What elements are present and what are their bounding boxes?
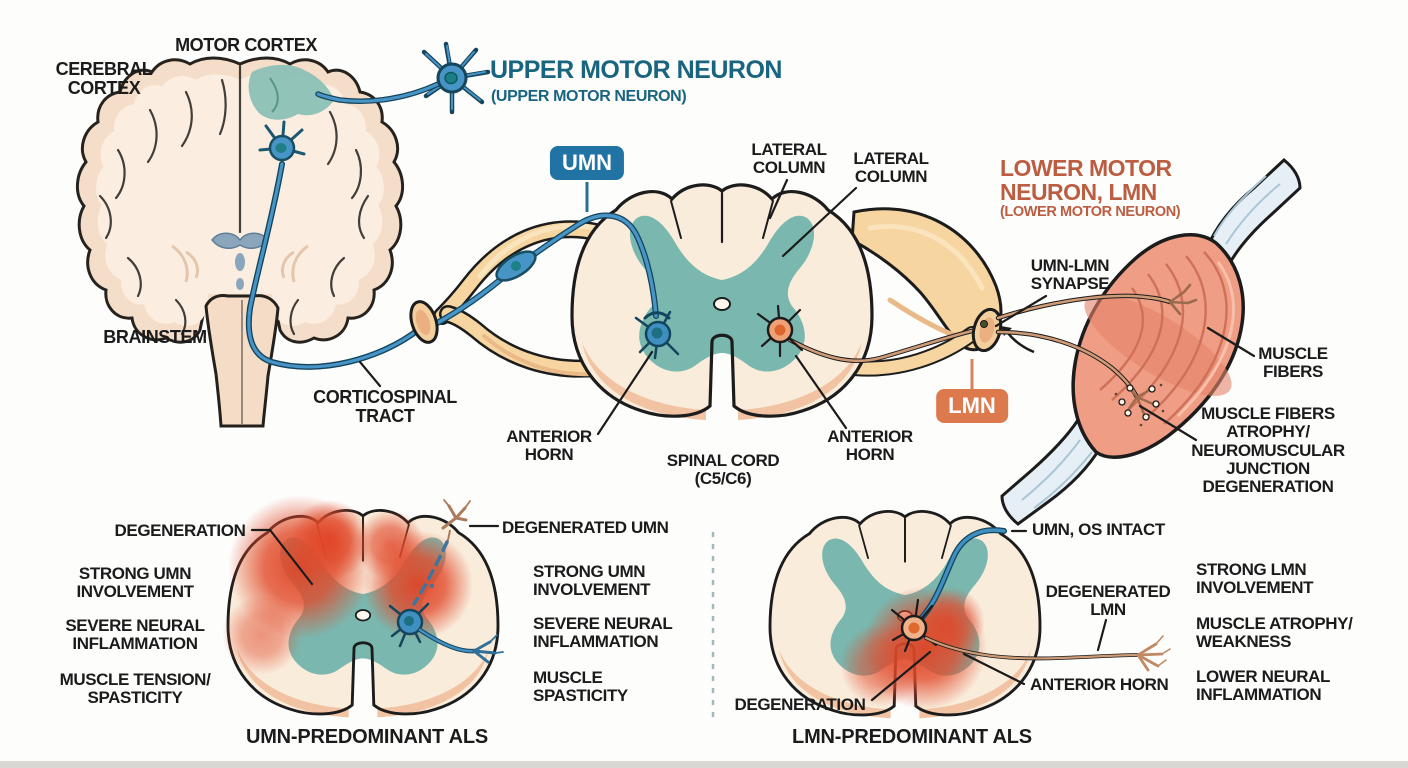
brainstem — [204, 294, 280, 428]
bottom-edge-strip — [0, 761, 1408, 768]
umn-als-axon-terminal — [472, 634, 504, 664]
spinal-cord-level-label: SPINAL CORD (C5/C6) — [666, 451, 780, 489]
lmn-als-cord — [768, 509, 1171, 720]
lmn-symptom-muscle-atrophy: MUSCLE ATROPHY/ WEAKNESS — [1196, 614, 1353, 652]
ventricles — [211, 232, 269, 290]
corticospinal-tract-label: CORTICOSPINAL TRACT — [313, 387, 457, 427]
degenerated-umn-terminal-icon — [441, 499, 471, 530]
anterior-horn-left-label: ANTERIOR HORN — [506, 427, 592, 465]
muscle-fibers-label: MUSCLE FIBERS — [1258, 344, 1328, 382]
basal-ganglia-texture — [171, 244, 309, 283]
lmn-subtitle: (LOWER MOTOR NEURON) — [1000, 204, 1181, 220]
motor-cortex-highlight — [248, 64, 334, 120]
motor-cortex-label: MOTOR CORTEX — [175, 35, 317, 55]
umn-symptom-strong-involvement-left: STRONG UMN INVOLVEMENT — [76, 564, 194, 602]
lmn-axon — [787, 327, 979, 363]
anterior-horn-neuron-left — [634, 310, 680, 360]
nerve-root-neuron — [495, 250, 537, 282]
lmn-als-neuron — [890, 598, 938, 653]
spinal-nerve-root-right — [846, 207, 1003, 377]
umn-symptom-severe-inflammation-left: SEVERE NEURAL INFLAMMATION — [65, 616, 205, 654]
umn-symptom-severe-inflammation-right: SEVERE NEURAL INFLAMMATION — [533, 614, 673, 652]
umn-lmn-synapse-label: UMN-LMN SYNAPSE — [1030, 256, 1110, 294]
umn-lmn-synapse-dot — [980, 320, 988, 328]
umn-symptom-muscle-spasticity: MUSCLE SPASTICITY — [533, 668, 628, 706]
lmn-anterior-horn-label: ANTERIOR HORN — [1030, 675, 1169, 694]
lmn-predominant-caption: LMN-PREDOMINANT ALS — [792, 726, 1032, 748]
brainstem-label: BRAINSTEM — [103, 327, 207, 347]
umn-badge: UMN — [549, 146, 625, 180]
lmn-title: LOWER MOTOR NEURON, LMN — [1000, 155, 1172, 206]
corticospinal-axon — [245, 161, 421, 370]
umn-title: UPPER MOTOR NEURON — [490, 56, 782, 84]
degenerated-lmn-terminal-icon — [1136, 635, 1171, 672]
umn-subtitle: (UPPER MOTOR NEURON) — [491, 88, 687, 105]
umn-degeneration-label: DEGENERATION — [114, 521, 246, 540]
anterior-horn-neuron-right — [756, 304, 804, 358]
lmn-symptom-strong-involvement: STRONG LMN INVOLVEMENT — [1196, 560, 1314, 598]
spinal-nerve-root-left — [433, 220, 605, 378]
muscle-atrophy-label: MUSCLE FIBERS ATROPHY/ NEUROMUSCULAR JUN… — [1191, 404, 1345, 497]
umn-als-cord — [222, 495, 504, 719]
degenerated-lmn-label: DEGENERATED LMN — [1045, 582, 1171, 620]
brain-illustration — [75, 56, 405, 428]
nerve-root-cut-left — [409, 300, 439, 344]
neuromuscular-junction-degenerated — [1114, 383, 1165, 427]
neuromuscular-junction-intact — [1168, 283, 1198, 316]
lmn-badge: LMN — [936, 389, 1008, 423]
lateral-column-right-label: LATERAL COLUMN — [853, 149, 929, 187]
umn-als-neuron — [388, 602, 430, 648]
degenerating-axon-dashed — [412, 540, 449, 606]
upper-motor-neuron-icon — [315, 41, 491, 115]
cerebral-cortex-label: CEREBRAL CORTEX — [55, 59, 153, 99]
anterior-horn-right-label: ANTERIOR HORN — [827, 427, 913, 465]
leader-lines — [250, 178, 1256, 702]
cortex-neuron — [258, 120, 306, 162]
degenerated-umn-label: DEGENERATED UMN — [502, 518, 669, 537]
lmn-degeneration-label: DEGENERATION — [734, 695, 866, 714]
lateral-column-left-label: LATERAL COLUMN — [751, 140, 827, 178]
umn-symptom-muscle-tension: MUSCLE TENSION/ SPASTICITY — [59, 670, 211, 708]
lmn-symptom-lower-inflammation: LOWER NEURAL INFLAMMATION — [1196, 667, 1331, 705]
muscle — [1000, 158, 1302, 526]
umn-predominant-caption: UMN-PREDOMINANT ALS — [245, 726, 489, 748]
muscle-striations — [1099, 251, 1228, 425]
umn-symptom-strong-involvement-right: STRONG UMN INVOLVEMENT — [533, 562, 651, 600]
umn-os-intact-label: UMN, OS INTACT — [1032, 520, 1165, 539]
brain-sulci — [98, 64, 370, 336]
